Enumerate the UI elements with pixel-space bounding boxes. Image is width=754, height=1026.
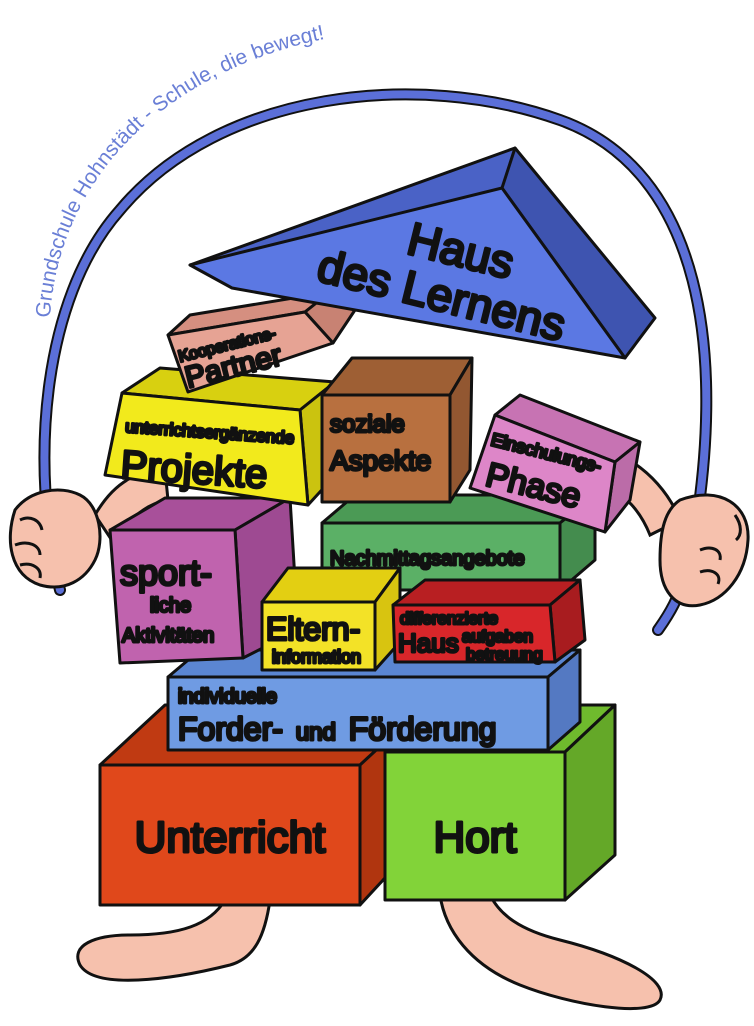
block-eltern: Eltern- information xyxy=(260,566,402,672)
label-haus-small1: differenzierte xyxy=(400,609,498,628)
label-eltern-small: information xyxy=(272,647,361,667)
label-unterricht: Unterricht xyxy=(135,813,326,862)
label-soziale-line1: soziale xyxy=(330,411,405,438)
block-einschulung: Einschulungs- Phase xyxy=(468,393,642,534)
block-soziale: soziale Aspekte xyxy=(320,356,474,504)
left-arm xyxy=(8,468,170,589)
label-foerderung-mid: und xyxy=(296,719,336,746)
block-kooperation: Kooperations- Partner xyxy=(166,290,357,396)
label-haus-big: Haus xyxy=(398,628,459,658)
label-eltern-big: Eltern- xyxy=(266,611,360,647)
block-foerderung: individuelle Forder- und Förderung xyxy=(166,648,582,752)
label-foerderung-small: individuelle xyxy=(178,686,277,708)
svg-text:Forder- und Förder: Forder- und Förderung xyxy=(178,711,496,747)
label-sport-line3: Aktivitäten xyxy=(122,625,214,647)
label-foerderung-big1: Forder- xyxy=(178,711,283,747)
label-sport-big: sport- xyxy=(120,552,212,593)
label-soziale-line2: Aspekte xyxy=(330,445,431,476)
label-haus-small2: aufgaben xyxy=(462,627,533,646)
label-hort: Hort xyxy=(433,813,516,862)
label-sport-line2: liche xyxy=(150,595,191,617)
label-projekte-big: Projekte xyxy=(119,443,268,497)
legs xyxy=(76,893,663,1011)
label-haus-small3: betreuung xyxy=(466,645,543,664)
label-foerderung-big2: Förderung xyxy=(349,711,497,747)
block-projekte: unterrichtsergänzende Projekte xyxy=(103,366,342,507)
block-hausaufgaben: differenzierte Haus aufgaben betreuung xyxy=(391,578,587,666)
